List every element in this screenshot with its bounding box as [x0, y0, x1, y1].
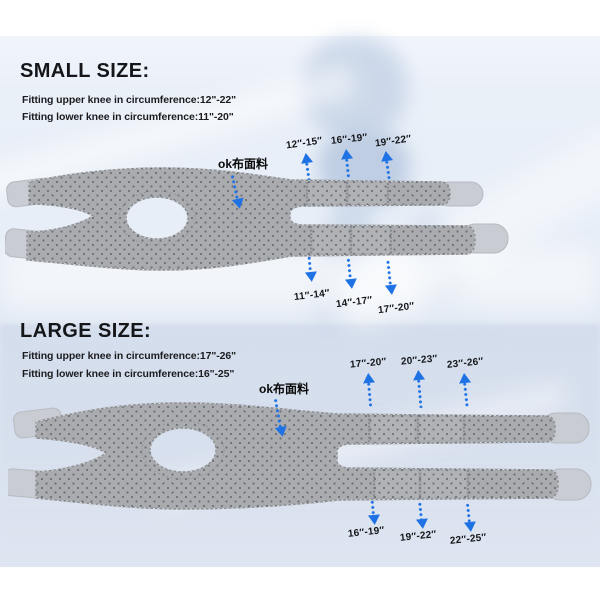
- large-fit-lower-line: Fitting lower knee in circumference:16"-…: [22, 368, 235, 380]
- small-fit-lower-line: Fitting lower knee in circumference:11"-…: [22, 111, 234, 123]
- fabric-callout-label: ok布面料: [218, 157, 269, 171]
- fabric-callout-label: ok布面料: [259, 382, 310, 396]
- perforation-dots: [26, 167, 476, 271]
- large-knee-brace-image: [8, 402, 592, 510]
- small-fit-upper-line: Fitting upper knee in circumference:12"-…: [22, 94, 236, 106]
- patella-opening-stitch: [118, 190, 196, 246]
- perforation-dots: [35, 402, 559, 510]
- small-size-heading: SMALL SIZE:: [20, 60, 150, 82]
- small-knee-brace-image: [5, 167, 509, 271]
- large-size-heading: LARGE SIZE:: [20, 320, 152, 342]
- strap-seams: [306, 182, 392, 254]
- strap-seams: [368, 415, 469, 499]
- large-fit-upper-line: Fitting upper knee in circumference:17"-…: [22, 350, 236, 362]
- patella-opening-stitch: [141, 420, 225, 480]
